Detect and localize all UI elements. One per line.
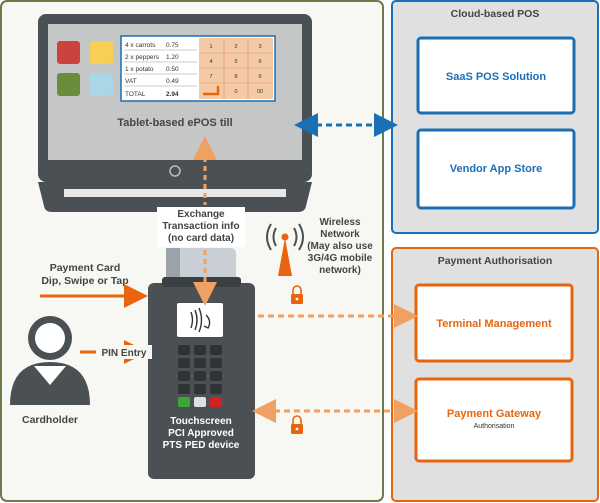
payment-card-label: Payment Card Dip, Swipe or Tap <box>41 262 128 287</box>
svg-text:Dip, Swipe or Tap: Dip, Swipe or Tap <box>41 275 128 287</box>
svg-text:(no card data): (no card data) <box>168 233 234 244</box>
keypad-key[interactable]: 1 <box>209 44 212 50</box>
keypad-key[interactable]: 2 <box>234 44 237 50</box>
wireless-label: Wireless Network (May also use 3G/4G mob… <box>307 217 373 276</box>
receipt-item: 2 x peppers <box>125 54 160 61</box>
keypad-key[interactable]: 5 <box>234 59 237 65</box>
terminal-management-label: Terminal Management <box>436 318 552 330</box>
keypad-key[interactable]: 6 <box>258 59 261 65</box>
pin-entry-label: PIN Entry <box>101 348 146 359</box>
contactless-icon <box>190 307 211 333</box>
cloud-pos-title: Cloud-based POS <box>451 8 540 20</box>
svg-text:network): network) <box>319 265 361 276</box>
tablet-epos-till: 4 x carrots 0.75 2 x peppers 1.20 1 x po… <box>38 14 312 212</box>
svg-text:Exchange: Exchange <box>177 209 225 220</box>
vendor-app-store-box <box>416 128 576 210</box>
cancel-key[interactable] <box>210 397 222 407</box>
keypad-key[interactable]: 0 <box>234 89 237 95</box>
saas-pos-label: SaaS POS Solution <box>446 71 547 83</box>
receipt-total-label: TOTAL <box>125 91 146 98</box>
confirm-key[interactable] <box>178 397 190 407</box>
receipt-item: 4 x carrots <box>125 42 156 49</box>
enter-key-icon[interactable] <box>203 86 220 96</box>
payment-gateway-box <box>414 377 574 463</box>
wireless-tower-icon <box>266 223 304 276</box>
receipt-item: 1 x potato <box>125 66 154 73</box>
receipt-price: 0.50 <box>166 66 179 73</box>
payment-authorisation-panel: Payment Authorisation Terminal Managemen… <box>391 247 599 502</box>
saas-pos-box <box>416 36 576 115</box>
receipt-total-value: 2.94 <box>166 91 179 98</box>
app-tile-red-icon <box>57 41 80 64</box>
exchange-label: Exchange Transaction info (no card data) <box>157 207 245 247</box>
keypad-key[interactable]: 3 <box>258 44 261 50</box>
padlock-icon <box>291 285 303 304</box>
payment-gateway-label: Payment Gateway <box>447 408 542 420</box>
payment-authorisation-title: Payment Authorisation <box>438 255 553 267</box>
terminal-label: Touchscreen <box>170 416 232 427</box>
home-button-icon[interactable] <box>169 165 181 177</box>
terminal-label: PCI Approved <box>168 428 234 439</box>
keypad-key[interactable]: 8 <box>234 74 237 80</box>
terminal-label: PTS PED device <box>163 440 240 451</box>
keypad-key[interactable]: 4 <box>209 59 212 65</box>
contactless-pad <box>177 303 223 337</box>
tablet-label: Tablet-based ePOS till <box>117 117 232 129</box>
receipt-price: 0.75 <box>166 42 179 49</box>
svg-text:3G/4G mobile: 3G/4G mobile <box>308 253 373 264</box>
keypad-key[interactable]: 9 <box>258 74 261 80</box>
payment-gateway-sublabel: Authorisation <box>474 423 515 430</box>
payment-terminal: Touchscreen PCI Approved PTS PED device <box>148 277 255 479</box>
cardholder-label: Cardholder <box>22 414 78 426</box>
svg-text:Payment Card: Payment Card <box>50 262 121 274</box>
keypad-key[interactable]: 7 <box>209 74 212 80</box>
app-tile-green-icon <box>57 73 80 96</box>
receipt-list: 4 x carrots 0.75 2 x peppers 1.20 1 x po… <box>124 42 197 98</box>
pin-keypad[interactable] <box>178 345 222 407</box>
receipt-price: 0.49 <box>166 78 179 85</box>
keypad-key[interactable]: 00 <box>257 89 263 95</box>
app-tile-yellow-icon <box>90 41 113 64</box>
app-tile-lightblue-icon <box>90 73 113 96</box>
cardholder-icon <box>10 316 90 405</box>
receipt-item: VAT <box>125 78 137 85</box>
svg-text:Wireless: Wireless <box>319 217 360 228</box>
svg-text:(May also use: (May also use <box>307 241 373 252</box>
svg-text:Network: Network <box>320 229 360 240</box>
till-keypad: 1 2 3 4 5 6 7 8 9 0 00 <box>199 38 273 99</box>
receipt-price: 1.20 <box>166 54 179 61</box>
cloud-pos-panel: Cloud-based POS SaaS POS Solution Vendor… <box>391 0 599 234</box>
svg-text:Transaction info: Transaction info <box>162 221 239 232</box>
vendor-app-store-label: Vendor App Store <box>450 163 543 175</box>
